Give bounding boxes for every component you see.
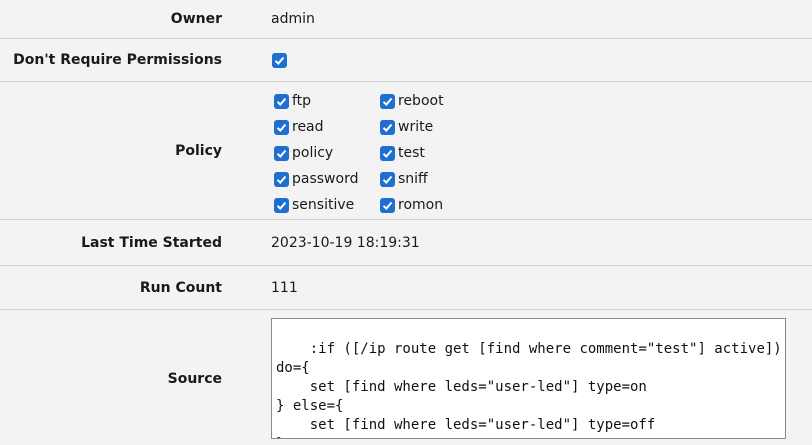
checkbox-checked-icon[interactable]: [380, 145, 395, 161]
policy-item-label: romon: [398, 197, 444, 213]
owner-label: Owner: [170, 11, 222, 27]
source-textarea[interactable]: :if ([/ip route get [find where comment=…: [271, 318, 786, 439]
resize-grip-icon[interactable]: [770, 423, 784, 437]
checkbox-checked-icon[interactable]: [380, 171, 395, 187]
policy-item-label: ftp: [292, 93, 312, 109]
checkbox-checked-icon[interactable]: [380, 197, 395, 213]
checkbox-checked-icon[interactable]: [380, 93, 395, 109]
checkbox-checked-icon: [272, 52, 287, 68]
checkbox-checked-icon[interactable]: [274, 145, 289, 161]
checkbox-checked-icon[interactable]: [274, 119, 289, 135]
owner-row: Owner admin: [0, 0, 812, 39]
policy-item-policy[interactable]: policy: [274, 143, 333, 163]
policy-item-password[interactable]: password: [274, 169, 358, 189]
policy-row: Policy ftp reboot read write policy test passw…: [0, 82, 812, 220]
policy-item-read[interactable]: read: [274, 117, 324, 137]
source-label: Source: [167, 371, 222, 387]
policy-label: Policy: [175, 142, 222, 159]
policy-item-label: test: [398, 145, 425, 161]
owner-value: admin: [271, 11, 315, 27]
dont-require-permissions-row: Don't Require Permissions: [0, 39, 812, 82]
policy-item-test[interactable]: test: [380, 143, 425, 163]
checkbox-checked-icon[interactable]: [380, 119, 395, 135]
run-count-value: 111: [271, 279, 298, 296]
policy-item-romon[interactable]: romon: [380, 195, 443, 215]
policy-item-label: read: [292, 119, 324, 135]
source-row: Source: [0, 310, 812, 445]
checkbox-checked-icon[interactable]: [274, 93, 289, 109]
policy-item-label: reboot: [398, 93, 444, 109]
last-time-started-label: Last Time Started: [81, 234, 222, 251]
checkbox-checked-icon[interactable]: [274, 171, 289, 187]
run-count-label: Run Count: [139, 279, 222, 296]
run-count-row: Run Count 111: [0, 266, 812, 310]
policy-item-sniff[interactable]: sniff: [380, 169, 428, 189]
last-time-started-row: Last Time Started 2023-10-19 18:19:31: [0, 220, 812, 266]
policy-item-label: sniff: [398, 171, 428, 187]
policy-item-sensitive[interactable]: sensitive: [274, 195, 354, 215]
policy-item-label: sensitive: [292, 197, 355, 213]
dont-require-permissions-checkbox[interactable]: [272, 52, 287, 68]
source-code-text: :if ([/ip route get [find where comment=…: [276, 341, 782, 438]
dont-require-permissions-label: Don't Require Permissions: [13, 52, 222, 68]
last-time-started-value: 2023-10-19 18:19:31: [271, 234, 420, 251]
policy-item-reboot[interactable]: reboot: [380, 91, 444, 111]
policy-item-ftp[interactable]: ftp: [274, 91, 311, 111]
policy-item-label: policy: [292, 145, 334, 161]
checkbox-checked-icon[interactable]: [274, 197, 289, 213]
policy-item-label: password: [292, 171, 359, 187]
policy-item-write[interactable]: write: [380, 117, 433, 137]
policy-item-label: write: [398, 119, 434, 135]
